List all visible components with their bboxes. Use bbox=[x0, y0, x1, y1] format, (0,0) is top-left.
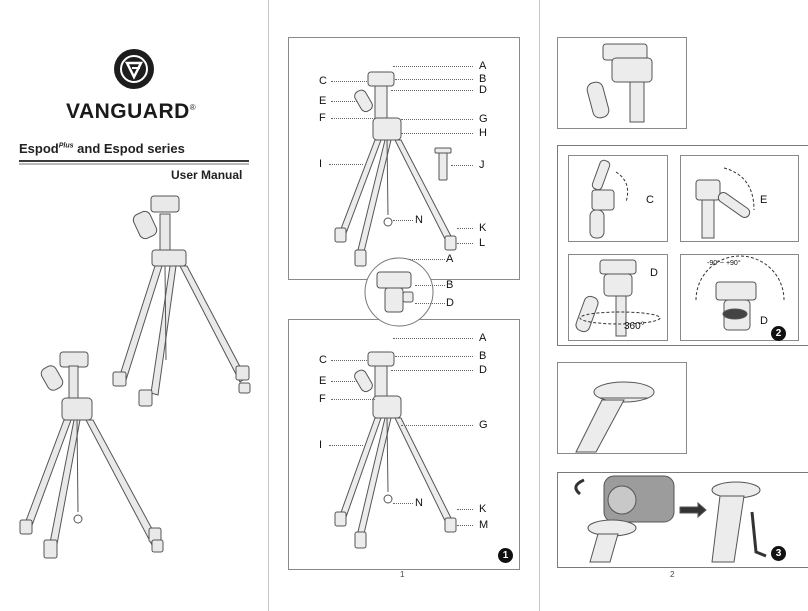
label-l: L bbox=[479, 237, 486, 249]
leader-n bbox=[393, 220, 413, 221]
tripod-tall-illustration bbox=[112, 195, 251, 407]
brand-logo bbox=[114, 49, 154, 89]
figure2-label-c: C bbox=[646, 194, 654, 206]
page-2-panel: C E D 360° -90°~ +90° D 2 3 2 bbox=[540, 0, 808, 611]
figure2-illustrations bbox=[575, 159, 785, 337]
head-closeup-illustration bbox=[586, 43, 653, 123]
lower-label-e: E bbox=[319, 375, 327, 387]
leader-g bbox=[401, 119, 473, 120]
figure2-label-d2: D bbox=[760, 315, 768, 327]
lower-label-c: C bbox=[319, 354, 327, 366]
inset-label-d: D bbox=[446, 297, 454, 309]
lower-leader-e bbox=[331, 381, 357, 382]
label-i: I bbox=[319, 158, 323, 170]
label-h: H bbox=[479, 127, 487, 139]
lower-leader-i bbox=[329, 445, 363, 446]
label-b: B bbox=[479, 73, 487, 85]
rotation-label: 360° bbox=[624, 321, 645, 332]
product-name-part2: and Espod series bbox=[77, 141, 185, 156]
label-e: E bbox=[319, 95, 327, 107]
lower-leader-f bbox=[331, 399, 375, 400]
leader-a bbox=[393, 66, 473, 67]
label-n: N bbox=[415, 214, 423, 226]
leader-f bbox=[331, 118, 375, 119]
product-series-title: EspodPlus and Espod series bbox=[19, 141, 185, 156]
cover-panel: VANGUARD® EspodPlus and Espod series Use… bbox=[0, 0, 269, 611]
inset-label-a: A bbox=[446, 253, 454, 265]
label-c: C bbox=[319, 75, 327, 87]
leader-j bbox=[451, 165, 473, 166]
registered-mark: ® bbox=[189, 103, 197, 112]
cover-tripod-illustration bbox=[19, 195, 251, 559]
leader-e bbox=[331, 101, 357, 102]
product-superscript: Plus bbox=[58, 142, 74, 150]
lower-leader-b bbox=[395, 356, 473, 357]
manual-title: User Manual bbox=[171, 168, 243, 182]
inset-leader-b bbox=[415, 285, 445, 286]
lower-leader-c bbox=[331, 360, 367, 361]
figure2-panel-c bbox=[568, 155, 668, 242]
figure2-label-d1: D bbox=[650, 267, 658, 279]
lower-leader-m bbox=[457, 525, 473, 526]
leg-closeup-frame bbox=[557, 362, 687, 454]
brand-logo-mark bbox=[120, 55, 148, 83]
leader-h bbox=[401, 133, 473, 134]
figure1-upper-tripod bbox=[334, 71, 457, 549]
lower-leader-g bbox=[401, 425, 473, 426]
label-a: A bbox=[479, 60, 487, 72]
leader-k bbox=[457, 228, 473, 229]
label-d: D bbox=[479, 84, 487, 96]
lower-label-b: B bbox=[479, 350, 487, 362]
leader-c bbox=[331, 81, 367, 82]
leader-l bbox=[457, 243, 473, 244]
leader-i bbox=[329, 164, 363, 165]
lower-label-k: K bbox=[479, 503, 487, 515]
title-rule-light bbox=[19, 163, 249, 165]
lower-label-d: D bbox=[479, 364, 487, 376]
leg-closeup-illustration bbox=[575, 381, 655, 453]
figure2-label-e: E bbox=[760, 194, 768, 206]
lower-leader-n bbox=[393, 503, 413, 504]
page-number-1: 1 bbox=[400, 570, 405, 579]
lower-leader-d bbox=[391, 370, 473, 371]
inset-leader-a bbox=[409, 259, 445, 260]
lower-leader-k bbox=[457, 509, 473, 510]
lower-leader-a bbox=[393, 338, 473, 339]
brand-name-text: VANGUARD bbox=[66, 100, 190, 123]
page-number-2: 2 bbox=[670, 570, 675, 579]
figure3-badge: 3 bbox=[771, 546, 786, 561]
label-j: J bbox=[479, 159, 485, 171]
leader-d bbox=[391, 90, 473, 91]
product-name-part1: Espod bbox=[19, 141, 59, 156]
figure3-illustration bbox=[574, 475, 767, 563]
title-rule-dark bbox=[19, 160, 249, 162]
leader-b bbox=[395, 79, 473, 80]
tilt-range-label: -90°~ +90° bbox=[707, 260, 741, 267]
inset-detail bbox=[364, 257, 434, 327]
figure2-badge: 2 bbox=[771, 326, 786, 341]
inset-leader-d bbox=[415, 303, 445, 304]
lower-label-n: N bbox=[415, 497, 423, 509]
page-1-panel: A B C D E F G H I J N K L A B D A B C D … bbox=[269, 0, 540, 611]
tripod-short-illustration bbox=[19, 351, 164, 559]
lower-label-a: A bbox=[479, 332, 487, 344]
lower-label-i: I bbox=[319, 439, 323, 451]
lower-label-g: G bbox=[479, 419, 488, 431]
lower-label-f: F bbox=[319, 393, 326, 405]
label-f: F bbox=[319, 112, 326, 124]
label-k: K bbox=[479, 222, 487, 234]
brand-name: VANGUARD® bbox=[66, 100, 196, 124]
figure1-lower-frame bbox=[288, 319, 520, 570]
label-g: G bbox=[479, 113, 488, 125]
lower-label-m: M bbox=[479, 519, 489, 531]
inset-label-b: B bbox=[446, 279, 454, 291]
figure1-badge: 1 bbox=[498, 548, 513, 563]
